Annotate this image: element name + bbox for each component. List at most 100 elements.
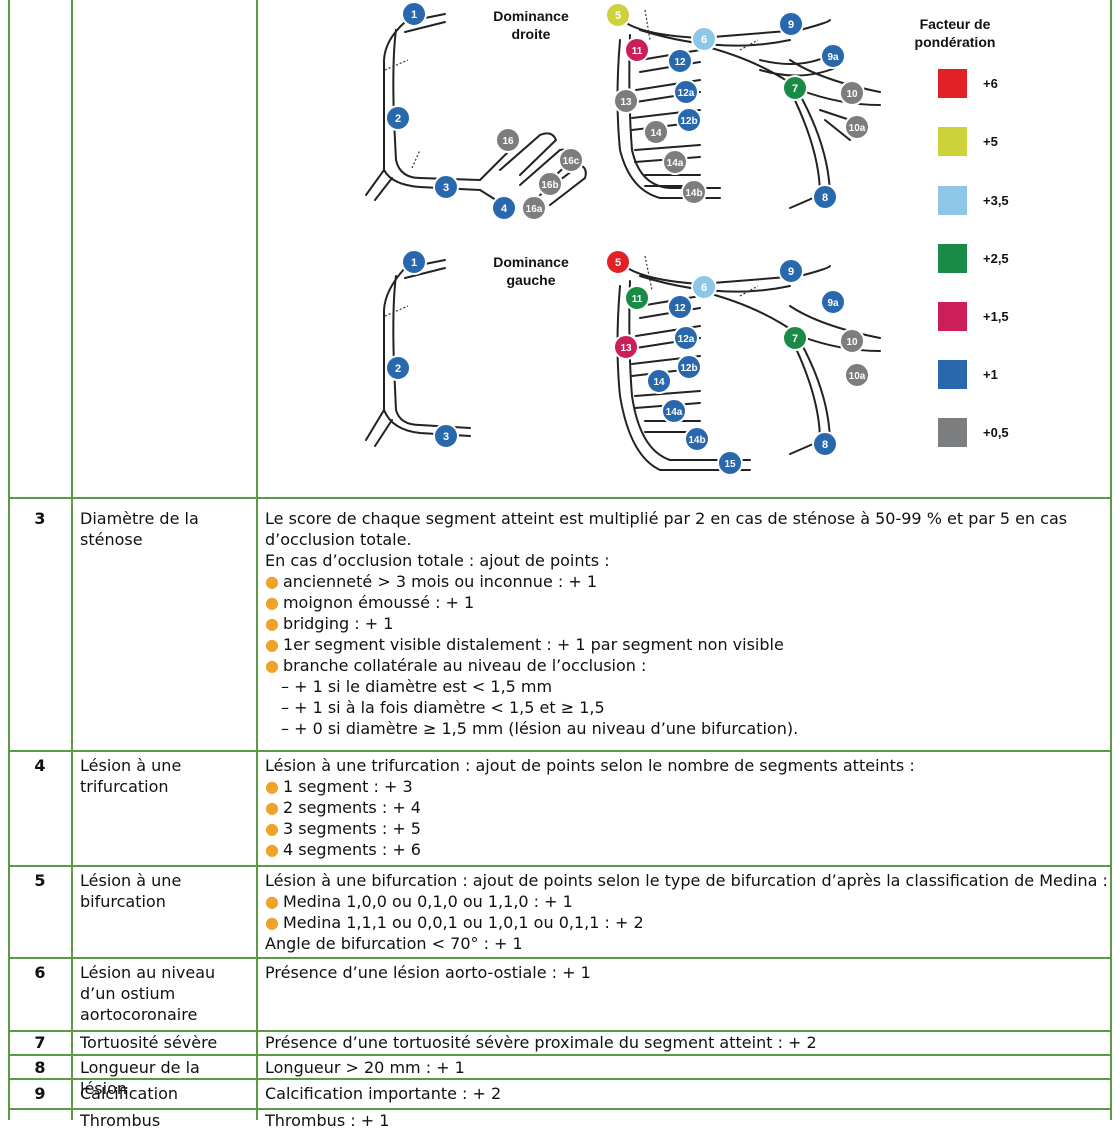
row-divider xyxy=(8,865,1112,867)
segment-marker-7: 7 xyxy=(782,75,808,101)
row-description: Longueur > 20 mm : + 1 xyxy=(265,1058,465,1077)
segment-label: 2 xyxy=(395,363,401,375)
segment-label: 1 xyxy=(411,257,417,269)
segment-marker-11: 11 xyxy=(624,37,650,63)
segment-label: 16a xyxy=(526,204,543,215)
row-criterion: Thrombus xyxy=(80,1111,161,1130)
segment-label: 11 xyxy=(632,294,643,305)
row-criterion: Lésion à une bifurcation xyxy=(80,871,182,911)
segment-label: 9 xyxy=(788,19,794,31)
row-number: 8 xyxy=(34,1058,46,1077)
segment-marker-10: 10 xyxy=(839,80,865,106)
segment-marker-14a: 14a xyxy=(662,149,688,175)
bullet-item: ●branche collatérale au niveau de l’occl… xyxy=(265,656,647,675)
row-divider xyxy=(8,1108,1112,1110)
segment-marker-14b: 14b xyxy=(681,179,707,205)
segment-label: 4 xyxy=(501,203,508,215)
segment-label: 12a xyxy=(678,88,695,99)
row-criterion: Lésion au niveau d’un ostium aortocorona… xyxy=(80,963,216,1024)
segment-label: 9a xyxy=(827,298,839,309)
segment-marker-2: 2 xyxy=(385,105,411,131)
segment-label: 9 xyxy=(788,266,794,278)
segment-marker-9: 9 xyxy=(778,11,804,37)
segment-label: 14 xyxy=(653,377,665,388)
row-description: Thrombus : + 1 xyxy=(265,1111,390,1130)
segment-marker-10a: 10a xyxy=(844,362,870,388)
segment-marker-12a: 12a xyxy=(673,79,699,105)
segment-marker-5: 5 xyxy=(605,249,631,275)
segment-marker-12: 12 xyxy=(667,48,693,74)
legend-label: +3,5 xyxy=(983,193,1009,208)
segment-label: 7 xyxy=(792,83,798,95)
segment-marker-12b: 12b xyxy=(676,354,702,380)
legend-swatch xyxy=(938,302,967,331)
legend-title: Facteur de pondération xyxy=(914,16,996,50)
text-line: En cas d’occlusion totale : ajout de poi… xyxy=(265,551,610,570)
segment-marker-1: 1 xyxy=(401,249,427,275)
bullet-item: ●ancienneté > 3 mois ou inconnue : + 1 xyxy=(265,572,598,591)
segment-label: 9a xyxy=(827,52,839,63)
segment-markers: 1 2 3 4 16 16a 16b 16c 5 11 6 12 12a 12b… xyxy=(385,1,870,476)
legend-swatch xyxy=(938,186,967,215)
bullet-icon: ● xyxy=(265,593,279,612)
segment-marker-7: 7 xyxy=(782,325,808,351)
segment-label: 8 xyxy=(822,192,828,204)
row-description: Calcification importante : + 2 xyxy=(265,1084,502,1103)
legend-label: +6 xyxy=(983,76,998,91)
table-divider-num xyxy=(71,0,73,1120)
segment-marker-9: 9 xyxy=(778,258,804,284)
row-number: 5 xyxy=(34,871,46,890)
segment-marker-9a: 9a xyxy=(820,43,846,69)
segment-marker-14: 14 xyxy=(643,119,669,145)
bullet-item: ●3 segments : + 5 xyxy=(265,819,421,838)
text-line: d’occlusion totale. xyxy=(265,530,412,549)
segment-label: 14b xyxy=(688,435,705,446)
segment-marker-14: 14 xyxy=(646,368,672,394)
segment-label: 10a xyxy=(849,123,866,134)
row-divider xyxy=(8,1054,1112,1056)
legend-label: +1,5 xyxy=(983,309,1009,324)
segment-marker-5: 5 xyxy=(605,2,631,28)
segment-marker-10: 10 xyxy=(839,328,865,354)
bullet-item: ●4 segments : + 6 xyxy=(265,840,421,859)
bullet-item: ●1er segment visible distalement : + 1 p… xyxy=(265,635,784,654)
segment-label: 12 xyxy=(674,57,686,68)
legend-swatch xyxy=(938,69,967,98)
bullet-icon: ● xyxy=(265,656,279,675)
row-criterion: Calcification xyxy=(80,1084,178,1103)
segment-marker-12: 12 xyxy=(667,294,693,320)
segment-label: 14 xyxy=(650,128,662,139)
row-description: Présence d’une tortuosité sévère proxima… xyxy=(265,1033,817,1052)
bullet-icon: ● xyxy=(265,913,279,932)
segment-label: 5 xyxy=(615,257,621,269)
segment-label: 16b xyxy=(541,180,558,191)
bullet-item: ●bridging : + 1 xyxy=(265,614,394,633)
row-criterion: Diamètre de la sténose xyxy=(80,509,199,549)
segment-marker-8: 8 xyxy=(812,184,838,210)
segment-marker-11: 11 xyxy=(624,285,650,311)
segment-label: 5 xyxy=(615,10,621,22)
segment-marker-15: 15 xyxy=(717,450,743,476)
segment-marker-3: 3 xyxy=(433,423,459,449)
table-border-right xyxy=(1110,0,1112,1120)
row-divider xyxy=(8,1078,1112,1080)
segment-label: 16 xyxy=(502,136,514,147)
bullet-icon: ● xyxy=(265,572,279,591)
segment-label: 10 xyxy=(846,89,858,100)
segment-marker-8: 8 xyxy=(812,431,838,457)
row-divider xyxy=(8,957,1112,959)
row-criterion: Longueur de la lésion xyxy=(80,1058,200,1098)
segment-marker-1: 1 xyxy=(401,1,427,27)
bullet-icon: ● xyxy=(265,798,279,817)
row-description: Présence d’une lésion aorto-ostiale : + … xyxy=(265,963,591,982)
row-divider xyxy=(8,1030,1112,1032)
row-description: Lésion à une trifurcation : ajout de poi… xyxy=(265,755,1113,860)
segment-marker-12b: 12b xyxy=(676,107,702,133)
sub-item: – + 1 si à la fois diamètre < 1,5 et ≥ 1… xyxy=(281,698,605,717)
text-line: Lésion à une bifurcation : ajout de poin… xyxy=(265,871,1108,890)
segment-label: 13 xyxy=(620,343,632,354)
bullet-icon: ● xyxy=(265,840,279,859)
dominance-right-title: Dominance droite xyxy=(493,8,569,42)
segment-label: 1 xyxy=(411,9,417,21)
segment-label: 12 xyxy=(674,303,686,314)
